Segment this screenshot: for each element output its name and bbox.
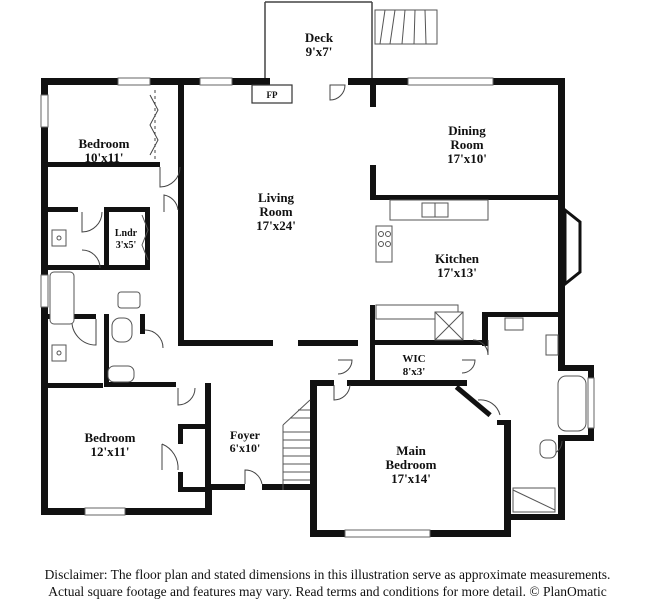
disclaimer-line-1: Disclaimer: The floor plan and stated di… (44, 567, 611, 582)
fireplace: FP (251, 84, 293, 104)
laundry-label: Lndr (115, 228, 138, 239)
living-room-label-1: Living (258, 190, 295, 205)
main-bedroom-label-1: Main (396, 443, 426, 458)
bedroom-bottom-dim: 12'x11' (90, 444, 129, 459)
deck (264, 1, 438, 78)
bath-fixtures (49, 229, 587, 513)
stove-burner (385, 241, 391, 247)
dining-room-label-1: Dining (448, 123, 486, 138)
stove-burner (378, 241, 384, 247)
foyer-label: Foyer (230, 428, 261, 442)
kitchen-dim: 17'x13' (437, 265, 477, 280)
laundry-dim: 3'x5' (116, 240, 137, 251)
living-room-dim: 17'x24' (256, 218, 296, 233)
room-labels: Deck 9'x7' Bedroom 10'x11' Lndr 3'x5' Li… (78, 30, 486, 486)
dining-room-label-2: Room (450, 137, 483, 152)
deck-stairs (374, 9, 438, 45)
dining-room-dim: 17'x10' (447, 151, 487, 166)
bedroom-top-dim: 10'x11' (84, 150, 123, 165)
foyer-stairs (282, 399, 311, 490)
bedroom-top-label: Bedroom (78, 136, 129, 151)
wic-label: WIC (402, 353, 425, 365)
fireplace-label: FP (267, 90, 278, 100)
foyer-dim: 6'x10' (230, 441, 261, 455)
windows (40, 77, 595, 538)
deck-dim: 9'x7' (306, 44, 333, 59)
floor-plan: FP (40, 1, 595, 538)
main-bedroom-dim: 17'x14' (391, 471, 431, 486)
kitchen-label: Kitchen (435, 251, 480, 266)
main-bedroom-label-2: Bedroom (385, 457, 436, 472)
wic-dim: 8'x3' (403, 366, 426, 378)
deck-label: Deck (305, 30, 334, 45)
kitchen-fixtures (375, 199, 489, 341)
stove-burner (378, 231, 384, 237)
bedroom-bottom-label: Bedroom (84, 430, 135, 445)
stove-burner (385, 231, 391, 237)
living-room-label-2: Room (259, 204, 292, 219)
disclaimer-line-2: Actual square footage and features may v… (48, 584, 607, 599)
